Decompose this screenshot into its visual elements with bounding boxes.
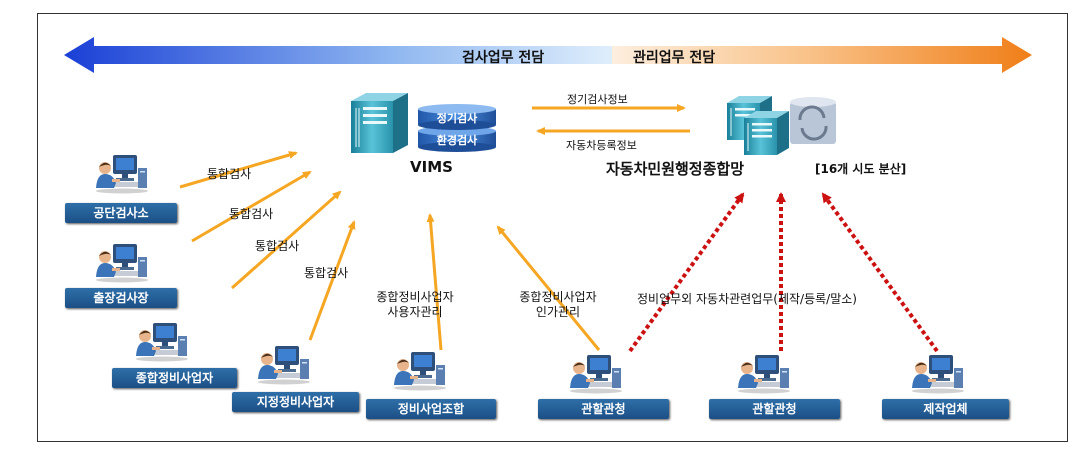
node-jejak: 제작업체 [882,399,1009,419]
integrated-label-3: 통합검사 [255,239,300,253]
admin-network-server-icon [727,96,836,155]
vims-title: VIMS [410,158,453,176]
node-gwanhal-2: 관할관청 [709,399,840,419]
jejak-red-arrow [821,192,939,353]
jijeong-arrow [308,220,356,341]
chuljang-arrow [191,170,312,243]
chuljang-pc-icon [96,244,148,283]
right-arrow-banner [612,37,1032,73]
gwanhal2-pc-icon [738,355,790,394]
left-arrow-banner [64,37,612,73]
periodic-info-label: 정기검사정보 [567,93,628,106]
banner-right-label: 관리업무 전담 [633,50,716,66]
license-mgmt-line1: 종합정비사업자 [519,290,597,304]
johap-pc-icon [394,352,446,391]
jejak-pc-icon [912,355,964,394]
integrated-label-2: 통합검사 [229,207,274,221]
vims-server-icon [351,93,408,153]
jijeong-pc-icon [258,346,310,385]
gwanhal1-red-arrow [628,192,745,353]
license-arrow [496,225,601,351]
jonghap-pc-icon [136,323,188,362]
integrated-label-1: 통합검사 [207,167,252,181]
integrated-label-4: 통합검사 [304,266,349,280]
banner-left-label: 검사업무 전담 [462,50,545,66]
node-gwanhal-1: 관할관청 [538,399,669,419]
jonghap-arrow [231,190,342,290]
node-jonghap: 종합정비사업자 [112,368,237,388]
node-gongdan: 공단검사소 [65,203,177,223]
license-mgmt-label: 종합정비사업자 인가관리 [513,290,603,320]
gwanhal1-pc-icon [570,355,622,394]
db-environment-label: 환경검사 [436,134,478,147]
vims-database-icon [418,104,496,152]
node-chuljang: 출장검사장 [65,288,177,308]
user-mgmt-line1: 종합정비사업자 [376,290,454,304]
gongdan-pc-icon [96,155,148,194]
node-johap: 정비사업조합 [366,399,496,419]
node-jijeong: 지정정비사업자 [232,392,359,412]
registration-info-label: 자동차등록정보 [566,139,637,152]
user-mgmt-line2: 사용자관리 [387,305,443,319]
johap-arrow [426,213,443,351]
other-tasks-label: 정비업무외 자동차관련업무(제작/등록/말소) [637,292,857,306]
license-mgmt-line2: 인가관리 [535,305,581,319]
db-periodic-label: 정기검사 [436,112,478,125]
admin-net-subtitle: [16개 시도 분산] [815,162,907,176]
admin-net-title: 자동차민원행정종합망 [606,160,745,178]
gongdan-arrow [179,151,298,189]
user-mgmt-label: 종합정비사업자 사용자관리 [370,290,460,320]
